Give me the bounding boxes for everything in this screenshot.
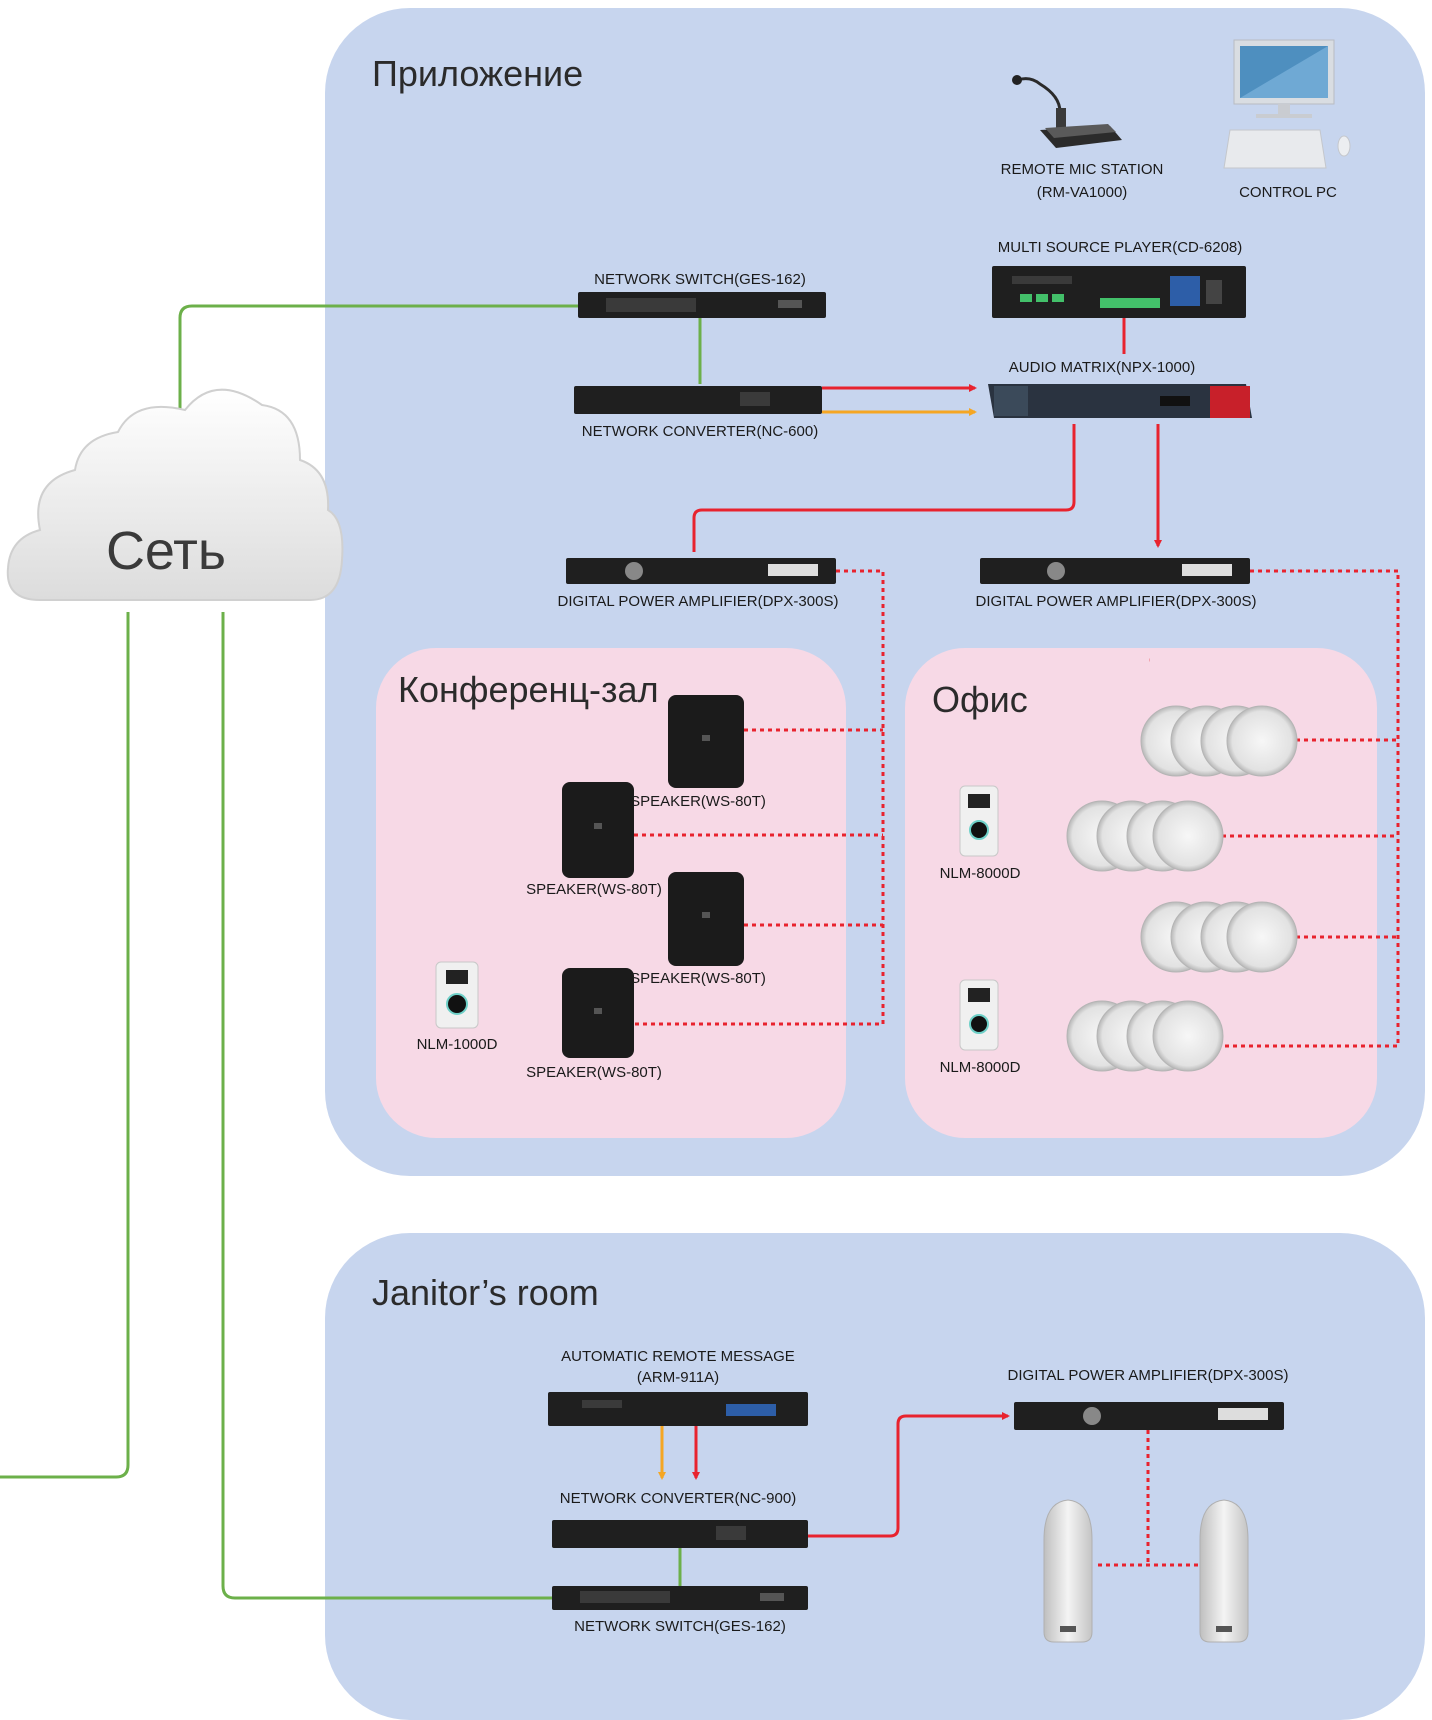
speaker-3 bbox=[668, 872, 744, 966]
network-switch-top-label: NETWORK SWITCH(GES-162) bbox=[594, 271, 806, 288]
remote-mic-label-2: (RM-VA1000) bbox=[1037, 184, 1128, 201]
audio-links bbox=[692, 318, 1162, 1538]
speaker-4 bbox=[562, 968, 634, 1058]
control-pc bbox=[1223, 39, 1351, 169]
cloud-shape bbox=[6, 388, 344, 601]
speaker-links bbox=[634, 569, 1400, 1567]
cloud-label: Сеть bbox=[106, 521, 226, 581]
zone-janitor-title: Janitor’s room bbox=[372, 1272, 599, 1313]
amp-right-label: DIGITAL POWER AMPLIFIER(DPX-300S) bbox=[976, 593, 1257, 610]
network-links bbox=[0, 304, 702, 1600]
network-switch-janitor bbox=[552, 1586, 808, 1610]
control-pc-label: CONTROL PC bbox=[1239, 184, 1337, 201]
amp-left-label: DIGITAL POWER AMPLIFIER(DPX-300S) bbox=[558, 593, 839, 610]
speaker-2-label: SPEAKER(WS-80T) bbox=[526, 881, 662, 898]
network-switch-janitor-label: NETWORK SWITCH(GES-162) bbox=[574, 1618, 786, 1635]
audio-matrix-amp-left bbox=[692, 424, 1076, 552]
spk-line-right-bus bbox=[1222, 569, 1400, 1048]
ceiling-speakers-3 bbox=[1140, 901, 1298, 973]
speaker-1-label: SPEAKER(WS-80T) bbox=[630, 793, 766, 810]
net-line-janitor-switch bbox=[221, 612, 552, 1600]
nlm-conf-label: NLM-1000D bbox=[417, 1036, 498, 1053]
zone-conference-title: Конференц-зал bbox=[398, 669, 659, 710]
audio-matrix bbox=[988, 384, 1252, 418]
speaker-4-label: SPEAKER(WS-80T) bbox=[526, 1064, 662, 1081]
arm-label-2: (ARM-911A) bbox=[637, 1369, 719, 1386]
amp-janitor-label: DIGITAL POWER AMPLIFIER(DPX-300S) bbox=[1008, 1367, 1289, 1384]
amp-right bbox=[980, 558, 1250, 584]
nlm-conf-panel bbox=[435, 961, 479, 1029]
ceiling-speakers-2 bbox=[1066, 800, 1224, 872]
speaker-2 bbox=[562, 782, 634, 878]
multi-source-player-label: MULTI SOURCE PLAYER(CD-6208) bbox=[998, 239, 1243, 256]
network-converter-janitor bbox=[552, 1520, 808, 1548]
nlm-office-1-label: NLM-8000D bbox=[940, 865, 1021, 882]
nlm-office-2-label: NLM-8000D bbox=[940, 1059, 1021, 1076]
speaker-1 bbox=[668, 695, 744, 788]
nlm-office-panel-1 bbox=[959, 785, 999, 857]
arm-label-1: AUTOMATIC REMOTE MESSAGE bbox=[561, 1348, 795, 1365]
amp-janitor bbox=[1014, 1402, 1284, 1430]
net-line-left-exit bbox=[0, 612, 130, 1479]
arm-device bbox=[548, 1392, 808, 1426]
ceiling-speakers-4 bbox=[1066, 1000, 1224, 1072]
zone-office-title: Офис bbox=[932, 679, 1028, 720]
remote-mic-station bbox=[1012, 75, 1122, 148]
column-speaker-right bbox=[1199, 1499, 1249, 1643]
zone-application-title: Приложение bbox=[372, 53, 583, 94]
network-cloud: Сеть bbox=[6, 388, 344, 601]
spk-line-left-bus bbox=[634, 569, 885, 1026]
spk-line-janitor-amp bbox=[1098, 1430, 1200, 1567]
network-switch-top bbox=[578, 292, 826, 318]
network-converter-janitor-label: NETWORK CONVERTER(NC-900) bbox=[560, 1490, 796, 1507]
amp-left bbox=[566, 558, 836, 584]
ceiling-speakers-1 bbox=[1140, 705, 1298, 777]
multi-source-player bbox=[992, 266, 1246, 318]
remote-mic-label-1: REMOTE MIC STATION bbox=[1001, 161, 1164, 178]
speaker-3-label: SPEAKER(WS-80T) bbox=[630, 970, 766, 987]
network-converter-top bbox=[574, 386, 822, 414]
audio-matrix-label: AUDIO MATRIX(NPX-1000) bbox=[1009, 359, 1195, 376]
net-line-switch-top bbox=[178, 304, 580, 420]
network-converter-top-label: NETWORK CONVERTER(NC-600) bbox=[582, 423, 818, 440]
nlm-office-panel-2 bbox=[959, 979, 999, 1051]
column-speaker-left bbox=[1043, 1499, 1093, 1643]
audio-janitor-converter-amp bbox=[808, 1412, 1010, 1538]
